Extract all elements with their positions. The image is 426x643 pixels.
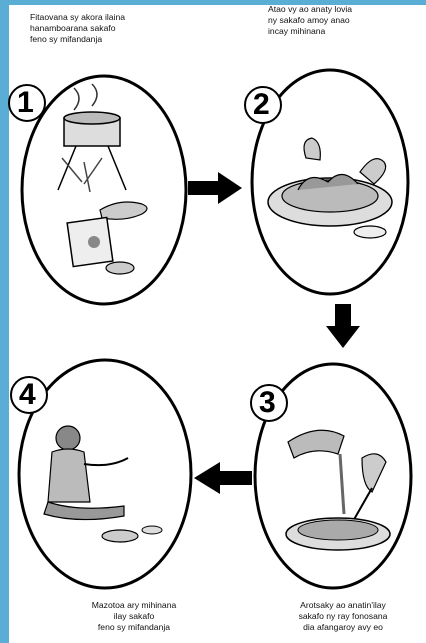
arrow-left-icon — [194, 462, 252, 494]
step-1-number: 1 — [17, 88, 34, 118]
step-2-caption: Atao vy ao anaty lovia ny sakafo amoy an… — [268, 4, 418, 37]
step-4-number: 4 — [19, 380, 36, 410]
step-3-caption: Arotsaky ao anatin'ilay sakafo ny ray fo… — [262, 600, 424, 633]
arrow-down-icon — [326, 304, 360, 348]
step-2-number: 2 — [253, 90, 270, 120]
step-1-caption: Fitaovana sy akora ilaina hanamboarana s… — [30, 12, 200, 45]
step-4-caption: Mazotoa ary mihinana ilay sakafo feno sy… — [54, 600, 214, 633]
arrow-right-icon — [188, 172, 242, 204]
step-3-number: 3 — [259, 388, 276, 418]
